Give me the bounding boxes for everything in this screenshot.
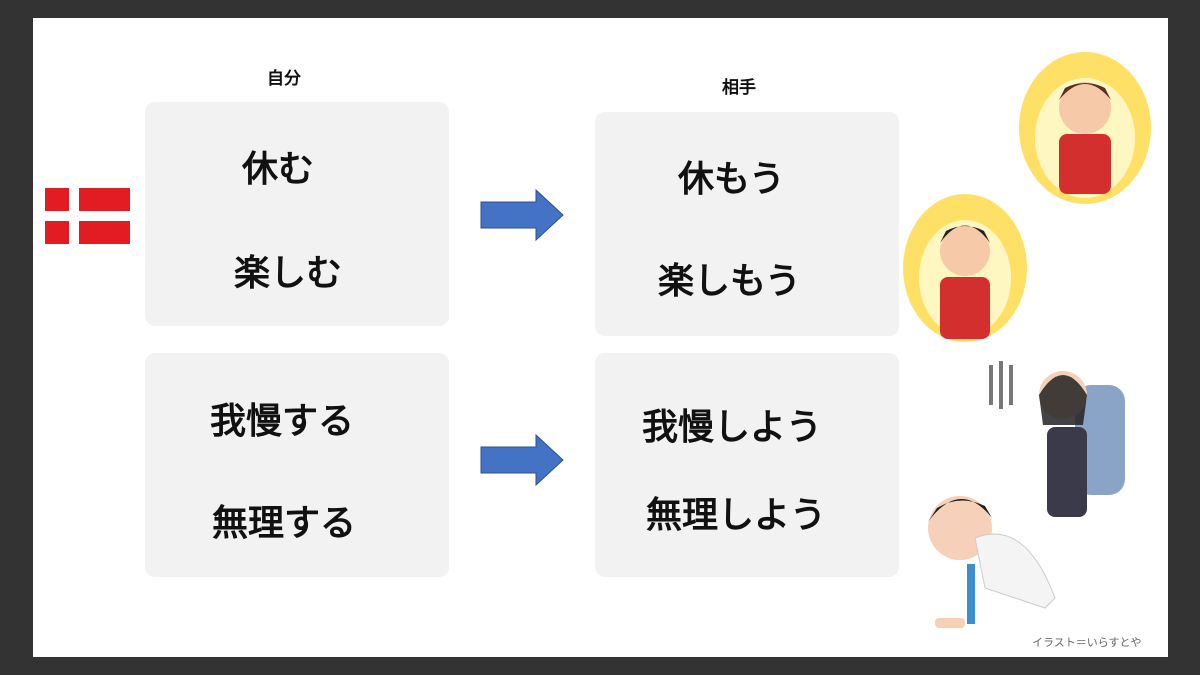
denmark-flag-icon [45, 188, 130, 244]
box-text: 楽しむ [234, 253, 343, 294]
box-text: 我慢しよう [642, 407, 823, 448]
arrow-right-icon [480, 189, 564, 241]
angry-businessman-illustration [903, 194, 1027, 342]
box-text: 休む [242, 149, 315, 190]
header-self: 自分 [267, 69, 301, 89]
exhausted-man-illustration [928, 496, 1056, 628]
box-text: 楽しもう [658, 261, 801, 302]
illustration-credit: イラスト＝いらすとや [1032, 636, 1142, 649]
box-text: 休もう [678, 159, 785, 200]
other-positive-box [595, 112, 899, 336]
other-negative-box [595, 353, 899, 577]
self-positive-box [145, 102, 449, 326]
arrow-right-icon [480, 434, 564, 486]
tired-woman-illustration [989, 361, 1125, 517]
self-negative-box [145, 353, 449, 577]
header-other: 相手 [722, 78, 756, 98]
box-text: 無理する [212, 503, 357, 544]
box-text: 無理しよう [646, 495, 827, 536]
angry-businesswoman-illustration [1019, 52, 1151, 204]
box-text: 我慢する [210, 401, 355, 442]
